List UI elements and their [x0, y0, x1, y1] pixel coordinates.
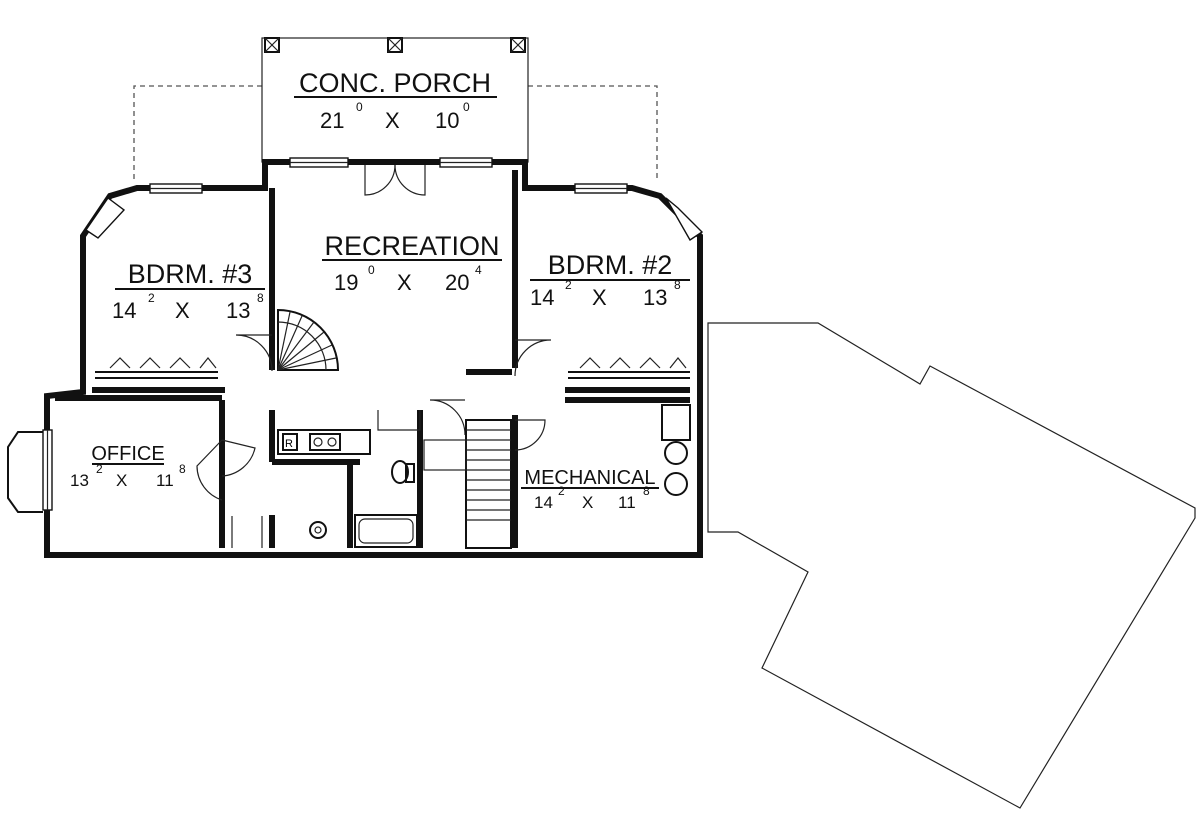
bay-window: [7, 431, 43, 513]
svg-text:2: 2: [565, 278, 572, 292]
room-label-bdrm3: BDRM. #3 14 2 X 13 8: [112, 259, 265, 323]
room-label-office: OFFICE 13 2 X 11 8: [70, 443, 186, 490]
roof-overhang: [133, 85, 658, 182]
room-label-bdrm2: BDRM. #2 14 2 X 13 8: [530, 250, 690, 310]
svg-text:8: 8: [643, 484, 650, 498]
svg-text:21: 21: [320, 108, 344, 133]
room-name: RECREATION: [324, 231, 499, 261]
room-label-recreation: RECREATION 19 0 X 20 4: [322, 231, 502, 295]
svg-text:X: X: [385, 108, 400, 133]
svg-text:2: 2: [148, 291, 155, 305]
svg-text:4: 4: [475, 263, 482, 277]
unexcavated-outline: [707, 322, 1196, 809]
svg-text:0: 0: [368, 263, 375, 277]
range-label: R: [285, 438, 293, 450]
svg-text:X: X: [175, 298, 190, 323]
wet-bar: R: [277, 429, 371, 455]
closet-doors: [95, 357, 690, 379]
svg-text:2: 2: [558, 484, 565, 498]
svg-text:8: 8: [674, 278, 681, 292]
windows: [42, 157, 704, 511]
spiral-stair: [277, 308, 340, 371]
svg-text:X: X: [582, 493, 593, 512]
bathroom: [309, 460, 418, 548]
room-name: MECHANICAL: [524, 467, 655, 489]
room-label-mechanical: MECHANICAL 14 2 X 11 8: [521, 467, 659, 512]
svg-text:14: 14: [534, 493, 553, 512]
room-name: BDRM. #2: [548, 250, 673, 280]
interior-walls: [55, 170, 690, 548]
svg-text:14: 14: [530, 285, 554, 310]
mechanical-equipment: [661, 404, 691, 496]
post-icon: [264, 37, 280, 53]
svg-text:X: X: [116, 471, 127, 490]
svg-text:X: X: [397, 270, 412, 295]
svg-text:11: 11: [156, 471, 174, 490]
post-icon: [387, 37, 403, 53]
svg-text:10: 10: [435, 108, 459, 133]
svg-text:14: 14: [112, 298, 136, 323]
svg-text:0: 0: [356, 100, 363, 114]
svg-text:13: 13: [226, 298, 250, 323]
stairs: [423, 419, 512, 549]
exterior-wall: [44, 159, 703, 558]
svg-text:20: 20: [445, 270, 469, 295]
sink-icon: [309, 521, 327, 539]
post-icon: [510, 37, 526, 53]
svg-text:8: 8: [179, 462, 186, 476]
door-swings: [196, 164, 552, 548]
porch: [261, 37, 529, 163]
svg-text:13: 13: [643, 285, 667, 310]
room-label-porch: CONC. PORCH 21 0 X 10 0: [294, 68, 497, 133]
svg-text:8: 8: [257, 291, 264, 305]
room-name: CONC. PORCH: [299, 68, 491, 98]
toilet-icon: [391, 460, 409, 484]
svg-text:19: 19: [334, 270, 358, 295]
svg-text:0: 0: [463, 100, 470, 114]
svg-text:X: X: [592, 285, 607, 310]
room-name: BDRM. #3: [128, 259, 253, 289]
svg-text:13: 13: [70, 471, 89, 490]
svg-text:11: 11: [618, 493, 636, 512]
svg-text:2: 2: [96, 462, 103, 476]
room-name: OFFICE: [91, 443, 164, 465]
